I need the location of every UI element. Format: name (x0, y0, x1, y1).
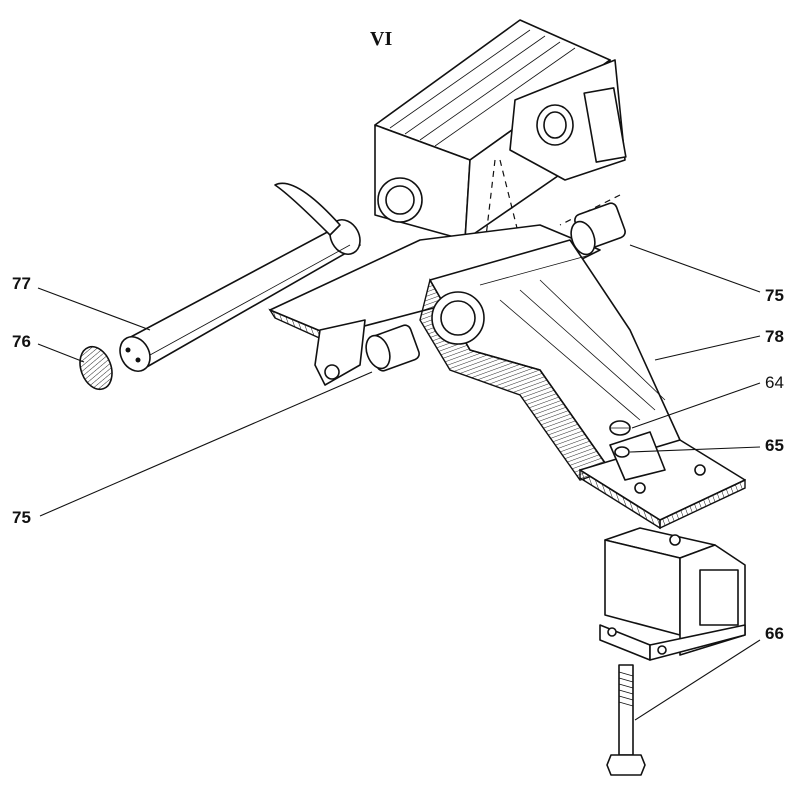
diagram-title: VI (370, 28, 393, 50)
main-frame (268, 224, 681, 481)
callout-75-right: 75 (765, 286, 784, 305)
callout-64: 64 (765, 373, 784, 392)
bushing-right (570, 202, 626, 256)
upper-tube-bracket (374, 19, 627, 241)
lower-mount-plate (579, 431, 746, 530)
callout-66: 66 (765, 624, 784, 643)
callout-75-left: 75 (12, 508, 31, 527)
callout-65: 65 (765, 436, 784, 455)
bushing-left (365, 324, 420, 372)
cap-disc (79, 345, 113, 391)
lower-tube-bracket (599, 527, 746, 661)
washer (614, 446, 630, 458)
pivot-shaft (119, 182, 361, 372)
bolt (606, 664, 646, 776)
callout-77: 77 (12, 274, 31, 293)
nut (609, 420, 631, 436)
leader-lines (37, 244, 761, 721)
callout-76: 76 (12, 332, 31, 351)
callout-78: 78 (765, 327, 784, 346)
